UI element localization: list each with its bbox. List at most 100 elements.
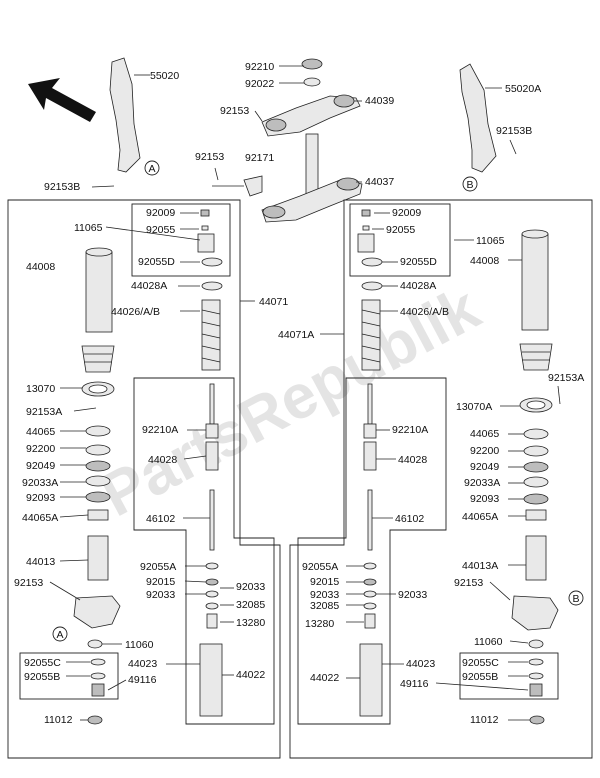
part-label: 11060 [125, 639, 154, 651]
right-cartridge [359, 383, 383, 717]
part-label: 92055C [24, 657, 61, 669]
part-label: 11065 [476, 235, 505, 247]
part-label: 13280 [236, 617, 265, 629]
part-label: 92015 [310, 576, 339, 588]
left-outer-tube [85, 247, 113, 333]
part-label: 44071 [259, 296, 288, 308]
cable-holder [212, 175, 263, 197]
part-label: 92033A [464, 477, 500, 489]
part-label: 32085 [310, 600, 339, 612]
part-label: 44065 [26, 426, 55, 438]
part-label: 92153A [26, 406, 62, 418]
part-label: 92153 [454, 577, 483, 589]
part-label: 13070 [26, 383, 55, 395]
part-label: 44037 [365, 176, 394, 188]
part-label: 44039 [365, 95, 394, 107]
part-label: 44023 [128, 658, 157, 670]
right-outer-tube [521, 229, 549, 331]
part-label: 11065 [74, 222, 103, 234]
part-label: 44022 [310, 672, 339, 684]
left-cap-parts [197, 209, 223, 291]
part-label: 44026/A/B [400, 306, 449, 318]
right-valve-box [459, 652, 559, 700]
part-label: 92055C [462, 657, 499, 669]
svg-text:A: A [148, 163, 155, 175]
part-label: 92015 [146, 576, 175, 588]
left-cartridge [199, 383, 223, 717]
part-label: 92022 [245, 78, 274, 90]
part-label: 44008 [470, 255, 499, 267]
part-label: 44065 [470, 428, 499, 440]
part-label: 44008 [26, 261, 55, 273]
part-label: 44065A [22, 512, 58, 524]
part-label: 92093 [470, 493, 499, 505]
part-label: 92200 [26, 443, 55, 455]
part-label: 92055A [302, 561, 338, 573]
callout-a-left: A [52, 626, 68, 642]
left-fork-assembly-box [7, 199, 281, 759]
part-label: 92153 [195, 151, 224, 163]
part-label: 92009 [392, 207, 421, 219]
part-label: 44028 [148, 454, 177, 466]
svg-text:B: B [466, 179, 473, 191]
part-label: 55020A [505, 83, 541, 95]
left-valve-parts [87, 658, 106, 725]
part-label: 46102 [146, 513, 175, 525]
part-label: 92055D [138, 256, 175, 268]
left-clamp-ring [81, 381, 115, 397]
part-label: 32085 [236, 599, 265, 611]
left-dust-boot [81, 345, 115, 373]
part-label: 92055 [146, 224, 175, 236]
left-fork-spring [201, 299, 221, 371]
part-label: 44013 [26, 556, 55, 568]
left-inner-tube [73, 535, 121, 649]
part-label: 92153B [496, 125, 532, 137]
part-label: 49116 [128, 674, 157, 686]
part-label: 92009 [146, 207, 175, 219]
part-label: 92055B [24, 671, 60, 683]
direction-arrow-icon [28, 78, 96, 122]
part-label: 92033 [398, 589, 427, 601]
part-label: 92055D [400, 256, 437, 268]
svg-text:A: A [56, 629, 63, 641]
part-label: 92210 [245, 61, 274, 73]
svg-text:B: B [572, 593, 579, 605]
right-cap-box [349, 203, 451, 277]
part-label: 44028A [131, 280, 167, 292]
right-valve-parts [528, 658, 545, 725]
right-clamp-ring [519, 397, 553, 413]
part-label: 92049 [470, 461, 499, 473]
right-seal-stack [523, 428, 549, 521]
left-cartridge-box [133, 377, 275, 725]
right-fork-spring [361, 299, 381, 371]
part-label: 44023 [406, 658, 435, 670]
part-label: 11012 [470, 714, 499, 726]
part-label: 44071A [278, 329, 314, 341]
part-label: 92055A [140, 561, 176, 573]
fork-guard-right [459, 63, 502, 173]
part-labels: 55020 55020A 92210 92022 44039 92153 921… [14, 61, 584, 726]
part-label: 44022 [236, 669, 265, 681]
part-label: 92210A [142, 424, 178, 436]
part-label: 92210A [392, 424, 428, 436]
part-label: 92093 [26, 492, 55, 504]
part-label: 92153 [14, 577, 43, 589]
part-label: 44026/A/B [111, 306, 160, 318]
left-cap-box [131, 203, 231, 277]
part-label: 13070A [456, 401, 492, 413]
part-label: 92153A [548, 372, 584, 384]
part-label: 92055B [462, 671, 498, 683]
upper-triple-clamp [261, 58, 362, 137]
callout-a-top: A [144, 160, 160, 176]
part-label: 11060 [474, 636, 503, 648]
part-label: 92033A [22, 477, 58, 489]
part-label: 13280 [305, 618, 334, 630]
part-label: 44028 [398, 454, 427, 466]
right-cartridge-box [297, 377, 447, 725]
part-label: 44013A [462, 560, 498, 572]
right-inner-tube [511, 535, 559, 649]
part-label: 44065A [462, 511, 498, 523]
left-valve-box [19, 652, 119, 700]
part-label: 49116 [400, 678, 429, 690]
